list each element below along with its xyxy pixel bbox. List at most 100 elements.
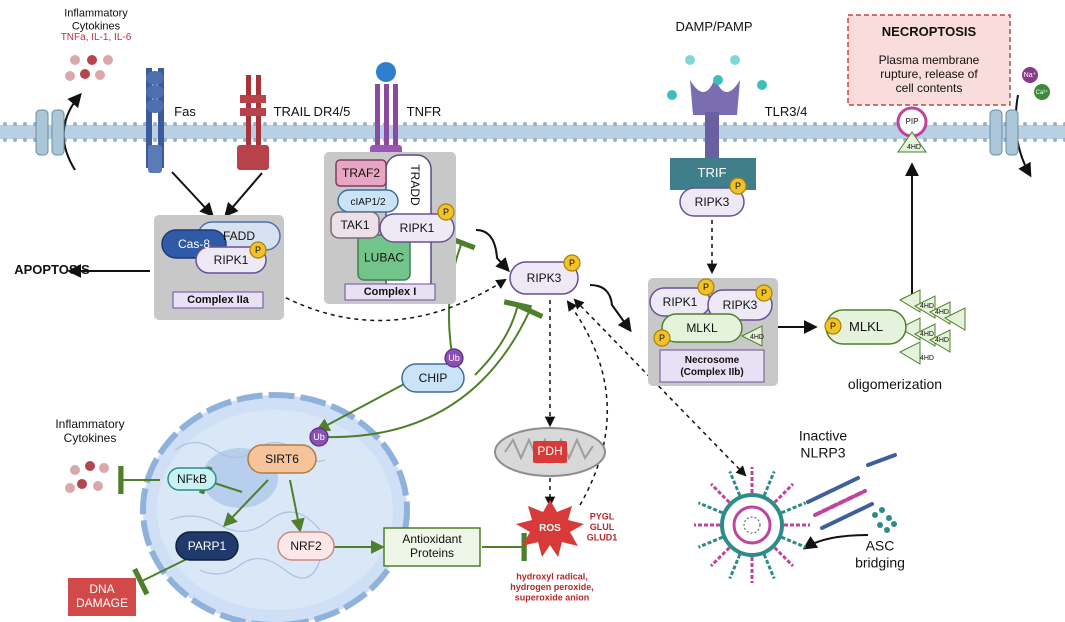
ub-badge-chip: Ub xyxy=(448,353,460,363)
ros-species-label: hydroxyl radical,hydrogen peroxide,super… xyxy=(510,572,594,603)
inflammasome-spokes xyxy=(694,467,810,583)
nucleus xyxy=(140,392,410,622)
inflammatory-list-label: TNFa, IL-1, IL-6 xyxy=(61,32,132,43)
oligomer-4hd-label-2: 4HD xyxy=(920,331,934,338)
p-badge-necrosome-ripk3: P xyxy=(761,288,767,298)
apoptosis-label: APOPTOSIS xyxy=(14,262,90,277)
spoke xyxy=(709,546,731,568)
fadd-label: FADD xyxy=(223,229,255,243)
trif-label: TRIF xyxy=(698,165,727,180)
necrosome-tag xyxy=(659,349,765,383)
p-badge-ripk3-center: P xyxy=(569,258,575,268)
tlr-label: TLR3/4 xyxy=(765,104,808,119)
pip-4hd-label: 4HD xyxy=(907,144,921,151)
complex-i-tag xyxy=(344,283,436,301)
complex-iia-tag xyxy=(172,291,264,309)
fas-receptor xyxy=(146,68,164,173)
oligomer-4hd-label-4: 4HD xyxy=(920,355,934,362)
necrosome-label: Necrosome(Complex IIb) xyxy=(680,355,743,378)
spoke xyxy=(762,553,776,580)
traf2-label-shape xyxy=(335,159,387,187)
p-badge-necrosome-mlkl-shape xyxy=(653,329,671,347)
pdh-label: PDH xyxy=(537,444,562,458)
spoke xyxy=(697,535,724,549)
tnfr-label: TNFR xyxy=(407,104,442,119)
p-badge-necrosome-ripk1-shape xyxy=(697,278,715,296)
ripk3-trif-label-shape xyxy=(679,187,745,217)
lubac-label: LUBAC xyxy=(364,251,404,265)
nfkb-label: NFkB xyxy=(177,472,207,486)
necrosome-ripk1-label: RIPK1 xyxy=(663,295,698,309)
parp1-label: PARP1 xyxy=(188,539,227,553)
antioxidant-shape xyxy=(383,527,481,567)
ub-badge-chip-shape xyxy=(444,348,464,368)
dashed-arrows xyxy=(257,220,747,508)
na-label: Na⁺ xyxy=(1024,72,1037,79)
nfkb-label-shape xyxy=(167,467,217,491)
complex-i-label: Complex I xyxy=(364,286,417,298)
tradd-label: TRADD xyxy=(408,164,422,206)
mlkl-oligomer-4hd xyxy=(898,289,966,365)
ion-channel-right xyxy=(989,109,1019,156)
pip-label: PIP xyxy=(906,117,919,126)
damp-dots xyxy=(667,55,767,100)
necrosome-4hd-label: 4HD xyxy=(750,334,764,341)
complex-iia-label: Complex IIa xyxy=(187,294,250,306)
spoke xyxy=(780,535,807,549)
p-badge-complex-iia: P xyxy=(255,245,261,255)
na-ion xyxy=(1022,67,1038,83)
spoke xyxy=(780,501,807,515)
necroptosis-box xyxy=(847,14,1011,106)
ripk1-complex-i-label: RIPK1 xyxy=(400,221,435,235)
ub-badge-sirt6-shape xyxy=(309,427,329,447)
nlrp3-inflammasome xyxy=(720,493,784,557)
spoke xyxy=(762,470,776,497)
tlr-receptor xyxy=(690,78,740,160)
fas-label: Fas xyxy=(174,104,196,119)
tak1-label: TAK1 xyxy=(340,218,369,232)
spoke xyxy=(728,470,742,497)
spoke xyxy=(709,482,731,504)
p-badge-necrosome-ripk1: P xyxy=(703,282,709,292)
cytokine-dots-nucleus xyxy=(65,461,109,493)
ion-channel-left xyxy=(35,109,65,156)
spoke xyxy=(773,546,795,568)
ripk1-complex-i-label-shape xyxy=(379,213,455,243)
necrosome-mlkl-label: MLKL xyxy=(686,321,718,335)
ripk1-complex-iia-label: RIPK1 xyxy=(214,253,249,267)
oligomer-4hd-label-3: 4HD xyxy=(935,337,949,344)
ros-label: ROS xyxy=(539,523,561,534)
damp-label: DAMP/PAMP xyxy=(675,19,752,34)
chip-label-shape xyxy=(401,363,465,393)
green-regulation-lines xyxy=(118,235,544,596)
ripk1-complex-iia-label-shape xyxy=(195,246,267,274)
ciap-label: cIAP1/2 xyxy=(350,197,385,208)
pdh-shape xyxy=(533,441,567,463)
oligomer-4hd-label-0: 4HD xyxy=(920,303,934,310)
p-badge-complex-iia-shape xyxy=(249,241,267,259)
cas8-label: Cas-8 xyxy=(178,237,210,251)
tak1-label-shape xyxy=(330,211,380,239)
p-badge-necrosome-ripk3-shape xyxy=(755,284,773,302)
p-badge-ripk3-center-shape xyxy=(563,254,581,272)
spoke xyxy=(728,553,742,580)
ca-label: Ca²⁺ xyxy=(1036,89,1049,96)
p-badge-oligomer-shape xyxy=(824,317,842,335)
parp1-label-shape xyxy=(175,531,239,561)
necroptosis-title: NECROPTOSIS xyxy=(882,24,977,39)
ub-badge-sirt6: Ub xyxy=(313,432,325,442)
oligomerization-label: oligomerization xyxy=(848,376,942,392)
chip-label: CHIP xyxy=(419,371,448,385)
p-badge-complex-i-shape xyxy=(437,203,455,221)
trail-receptor xyxy=(237,75,269,170)
necrosome-mlkl-label-shape xyxy=(661,313,743,343)
